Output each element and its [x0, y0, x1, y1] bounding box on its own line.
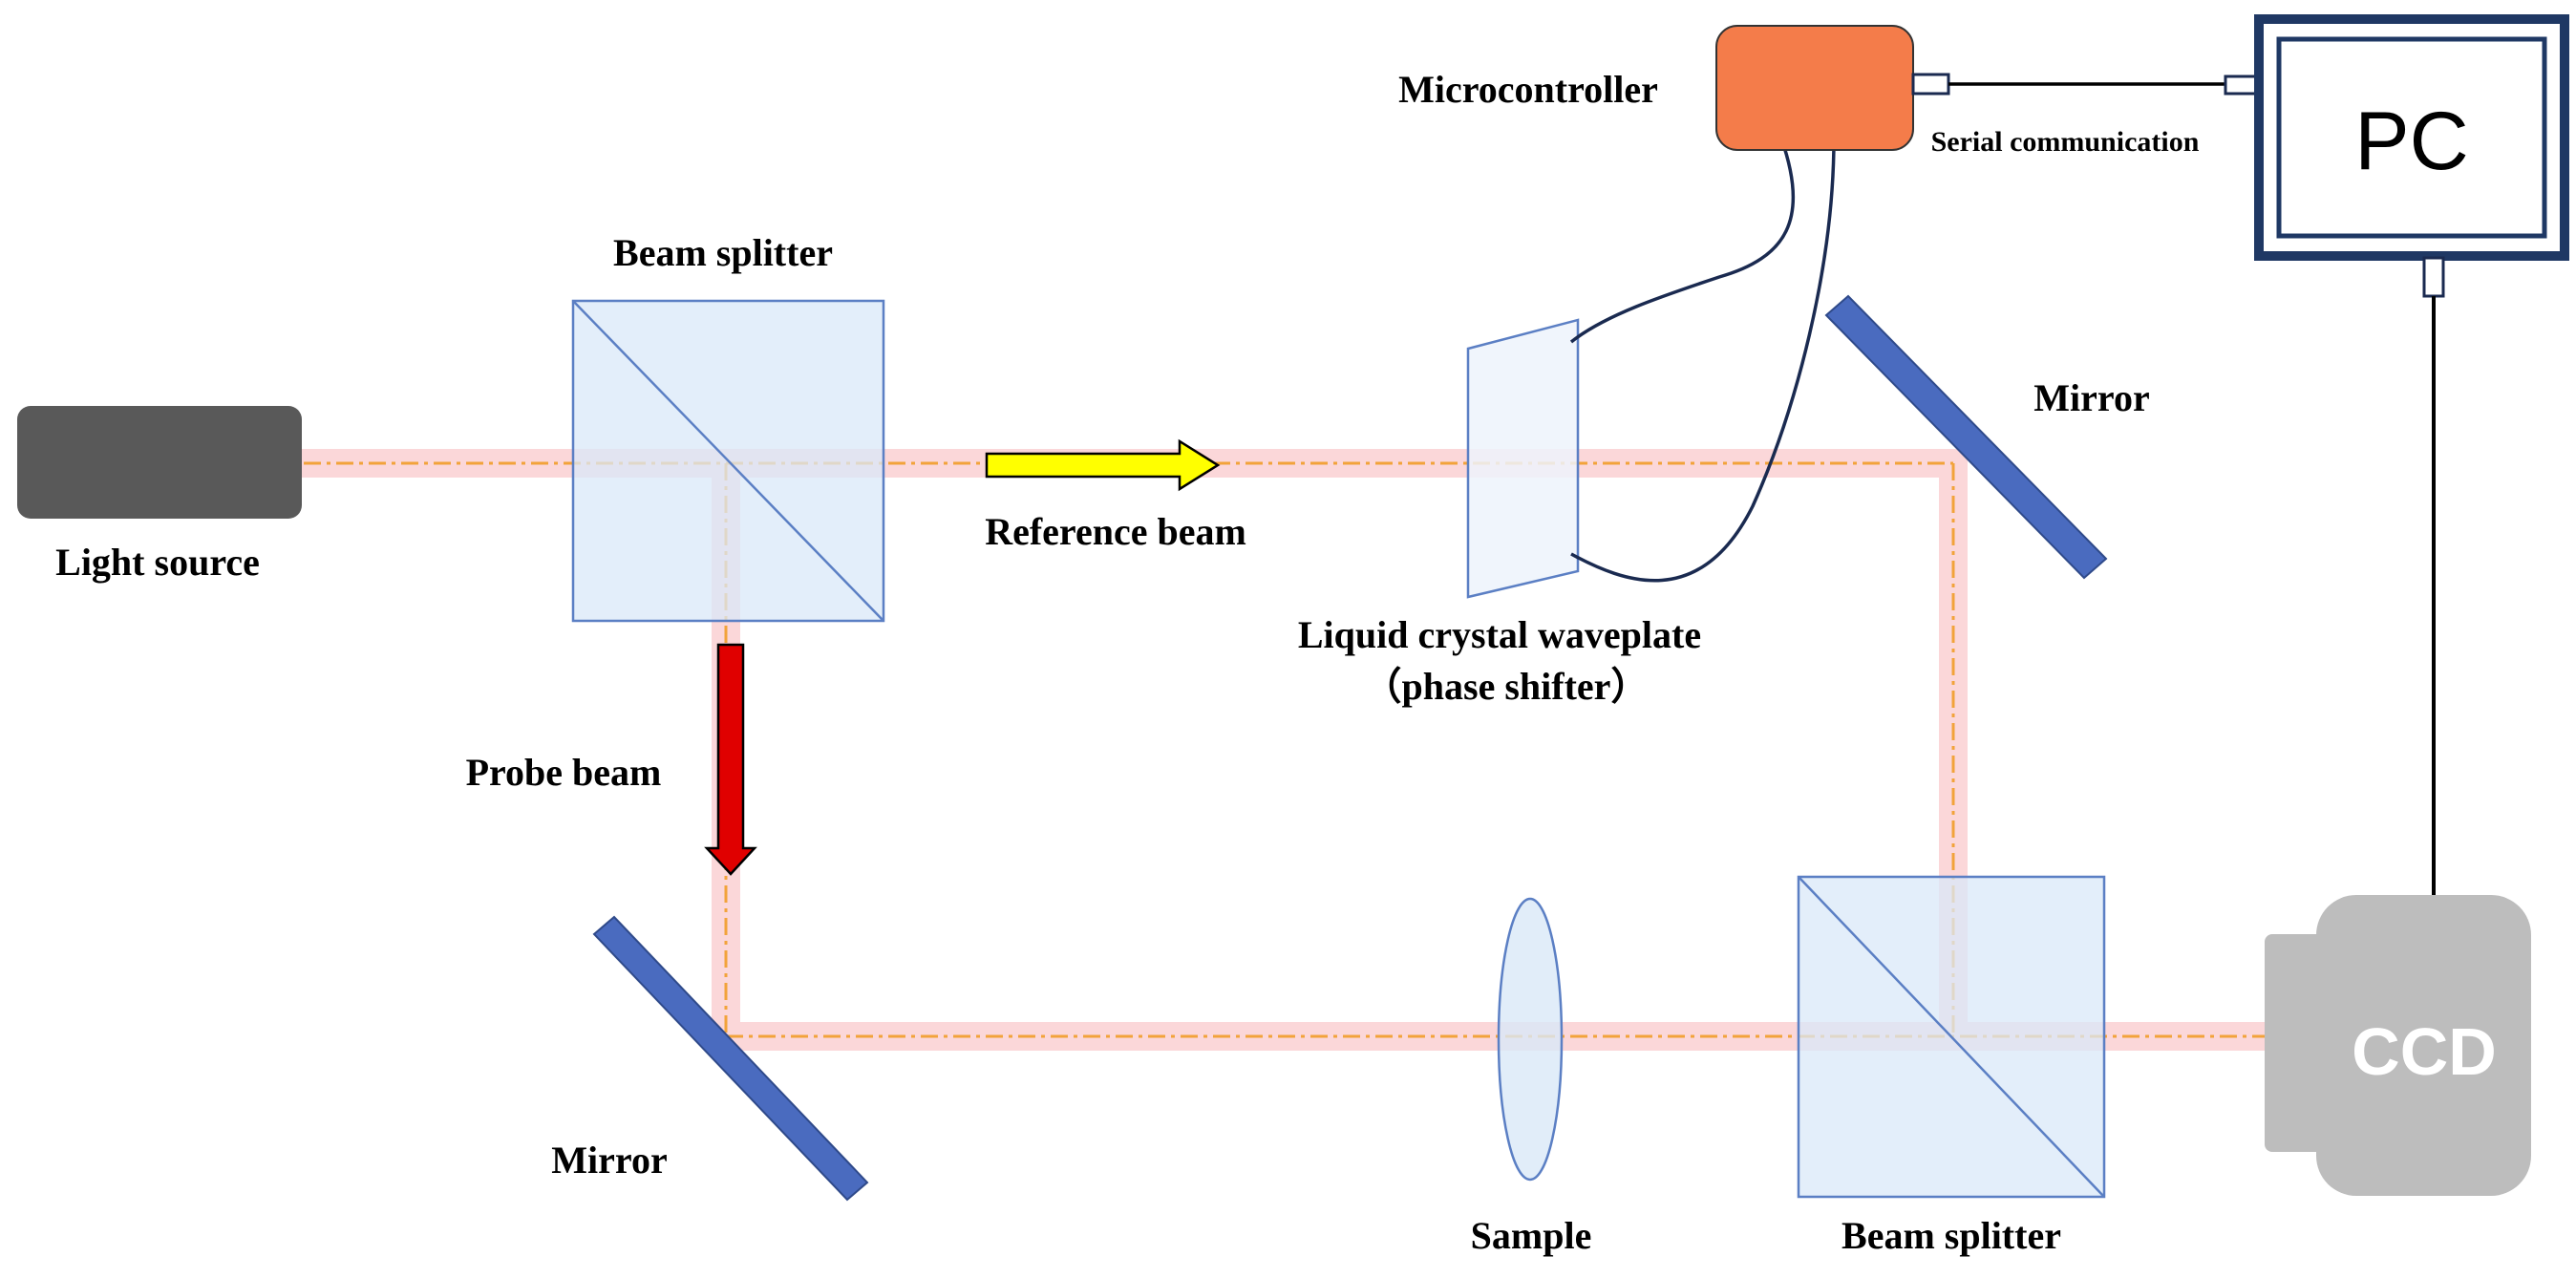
serial-communication-label: Serial communication: [1931, 126, 2200, 158]
cable-to-waveplate-bottom: [1570, 138, 1836, 583]
ccd-camera: [2265, 895, 2531, 1196]
beam-splitter-bottom: [1797, 875, 2106, 1199]
pc-ccd-link: [2422, 256, 2445, 898]
microcontroller-port: [1911, 73, 1950, 96]
probe-beam-arrow: [704, 643, 757, 876]
mirror-left: [592, 915, 869, 1202]
beam-splitter-top-label: Beam splitter: [613, 231, 833, 274]
pc-label: PC: [2354, 96, 2468, 187]
reference-beam-label: Reference beam: [985, 510, 1246, 553]
mirror-right: [1824, 294, 2108, 580]
microcontroller: [1715, 25, 1914, 151]
beam-splitter-bottom-label: Beam splitter: [1842, 1214, 2061, 1257]
lc-waveplate-label-line1: Liquid crystal waveplate: [1298, 613, 1701, 656]
reference-beam-arrow: [985, 438, 1221, 492]
lc-waveplate-label-line2: （phase shifter）: [1364, 665, 1650, 708]
microcontroller-label: Microcontroller: [1398, 68, 1658, 111]
pc: [2254, 14, 2569, 261]
mirror-right-label: Mirror: [2033, 376, 2149, 419]
probe-beam-label: Probe beam: [466, 751, 662, 794]
pc-serial-port: [2224, 75, 2259, 96]
cable-to-waveplate-top: [1569, 138, 1796, 344]
waveplate-cables: [1569, 138, 1836, 583]
liquid-crystal-waveplate: [1466, 318, 1580, 599]
beam-splitter-top: [571, 299, 885, 623]
pc-bottom-port: [2422, 256, 2445, 298]
ccd-label: CCD: [2352, 1014, 2497, 1089]
sample-label: Sample: [1471, 1214, 1592, 1257]
serial-link: [1911, 73, 2259, 96]
light-source: [17, 406, 302, 519]
light-source-label: Light source: [55, 541, 260, 584]
mirror-left-label: Mirror: [551, 1139, 667, 1182]
ccd-body: [2316, 895, 2531, 1196]
sample-lens: [1497, 897, 1564, 1182]
